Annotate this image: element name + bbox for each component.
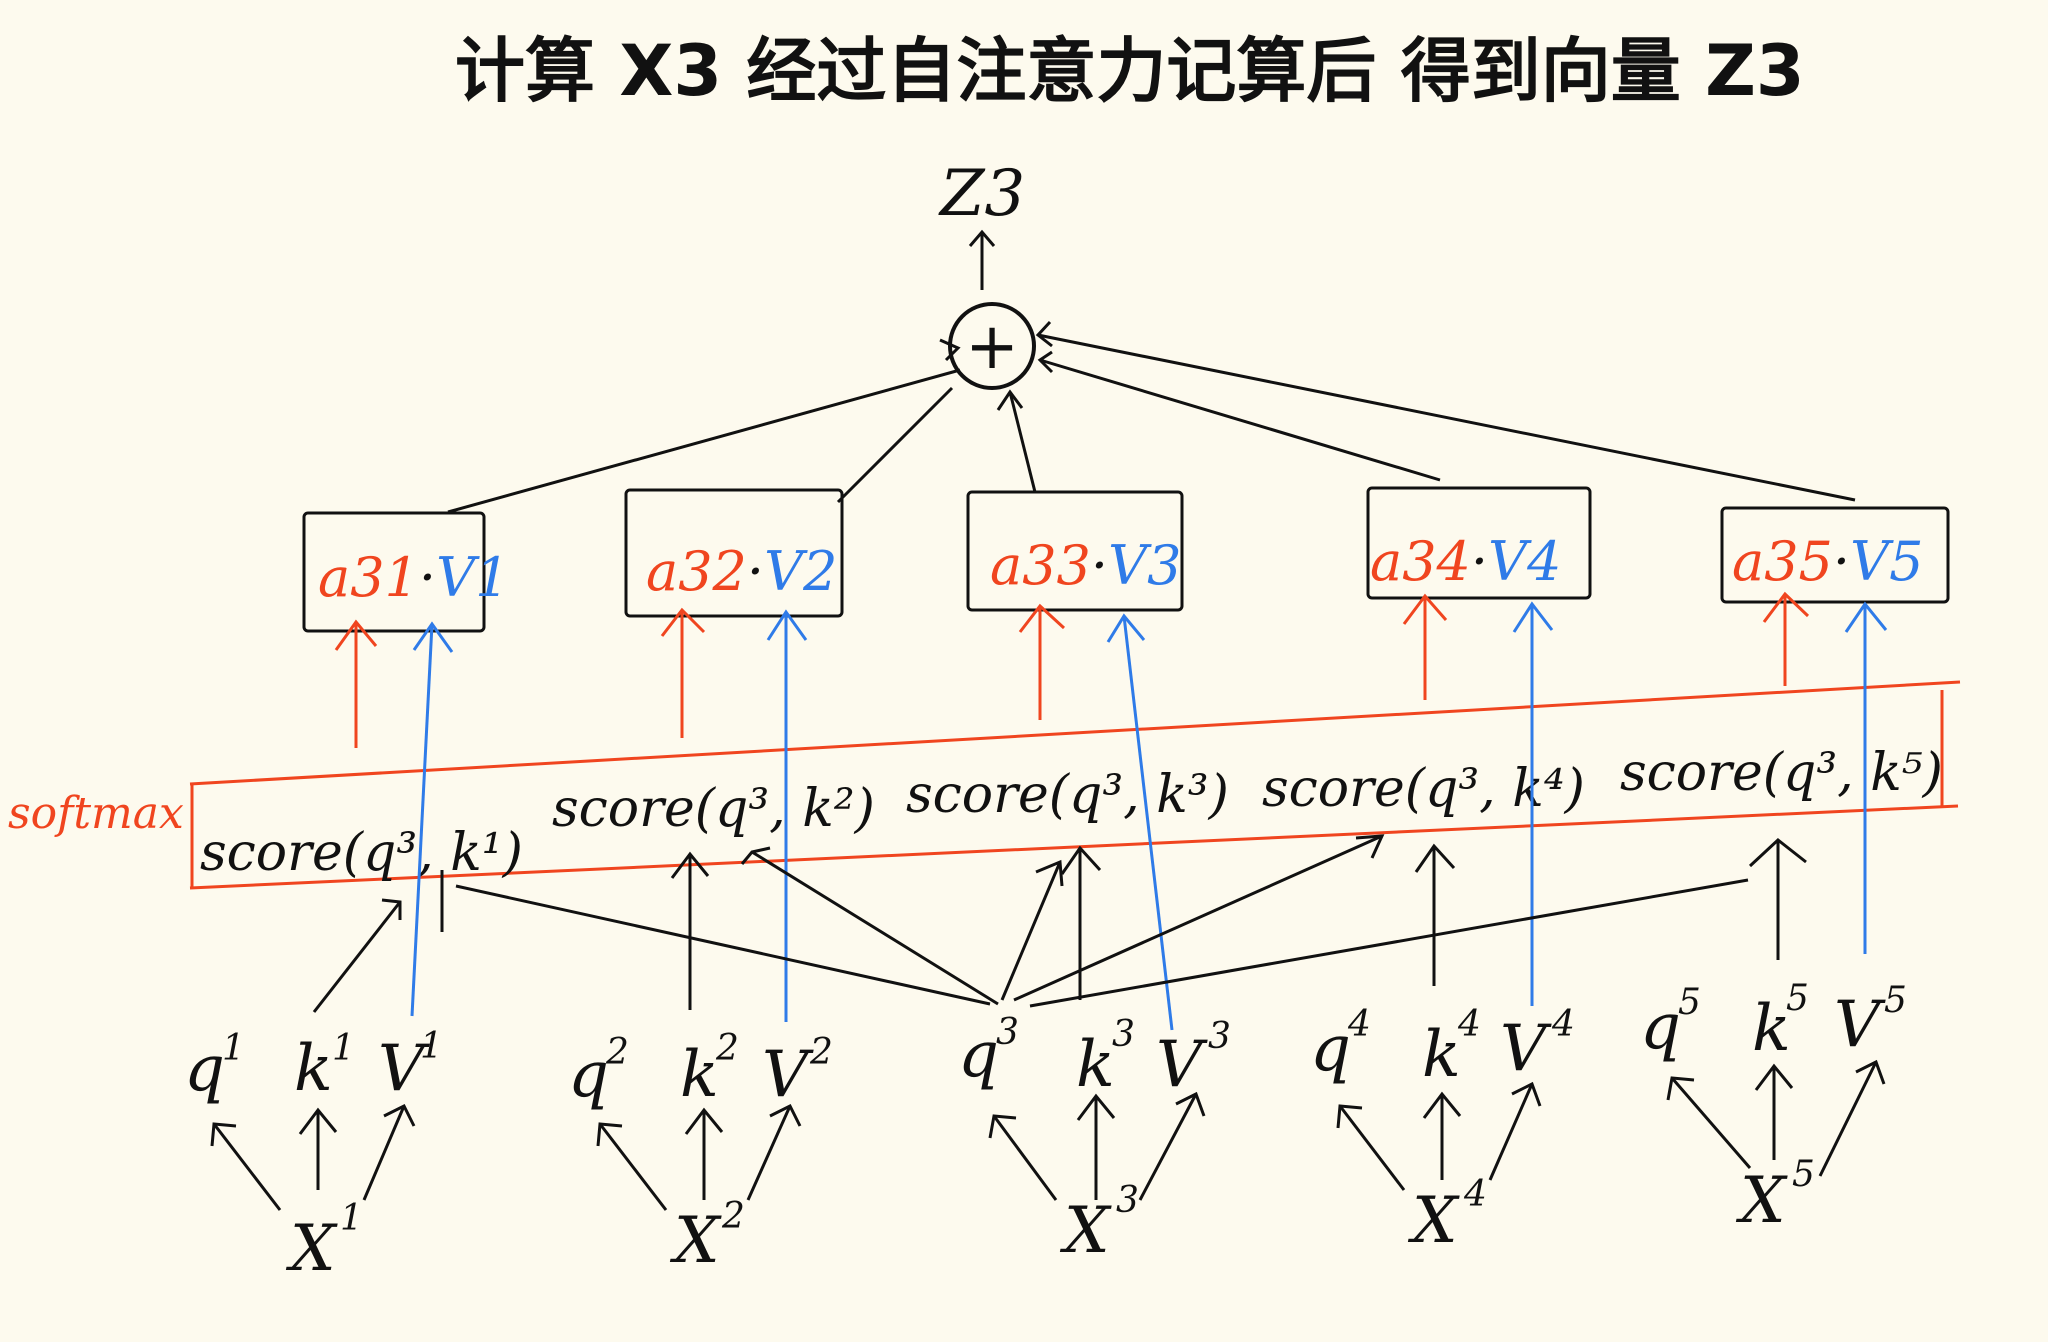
- sum-input-lines: [447, 320, 1856, 514]
- weighted-box-5: [1720, 506, 1950, 604]
- svg-text:1: 1: [222, 1028, 245, 1069]
- svg-text:5: 5: [1678, 982, 1701, 1023]
- q1-label: q: [184, 1032, 225, 1106]
- k3-label: k: [1076, 1028, 1115, 1102]
- weighted-term-5: a35·V5: [1732, 530, 1923, 593]
- svg-text:5: 5: [1786, 978, 1809, 1019]
- v3-label: V: [1156, 1028, 1208, 1102]
- svg-text:4: 4: [1457, 1004, 1481, 1045]
- x3-label: X: [1059, 1194, 1112, 1268]
- k2-label: k: [680, 1038, 719, 1112]
- svg-text:2: 2: [715, 1028, 739, 1069]
- score-terms: score(q³, k¹) score(q³, k²) score(q³, k³…: [200, 743, 1943, 883]
- weighted-term-4: a34·V4: [1370, 530, 1561, 593]
- token-2: q 2 k 2 V 2 X 2: [568, 1028, 833, 1278]
- weighted-term-3: a33·V3: [990, 534, 1181, 597]
- svg-text:2: 2: [605, 1032, 629, 1073]
- svg-text:5: 5: [1792, 1154, 1815, 1195]
- x4-label: X: [1407, 1184, 1460, 1258]
- score-input-lines: [312, 834, 1807, 1013]
- x5-label: X: [1735, 1164, 1788, 1238]
- svg-text:1: 1: [332, 1028, 355, 1069]
- svg-text:1: 1: [420, 1026, 443, 1067]
- svg-text:3: 3: [1208, 1016, 1231, 1057]
- token-1: q 1 k 1 V 1 X 1: [184, 1026, 443, 1286]
- weighted-boxes: a31·V1 a32·V2 a33·V3 a34·V4 a35·V5: [302, 486, 1950, 633]
- v4-label: V: [1500, 1012, 1552, 1086]
- sum-symbol: +: [965, 310, 1019, 384]
- svg-text:1: 1: [340, 1198, 363, 1239]
- softmax-band: [189, 680, 1961, 890]
- k1-label: k: [294, 1032, 333, 1106]
- svg-text:2: 2: [809, 1032, 833, 1073]
- score-term-4: score(q³, k⁴): [1262, 759, 1585, 819]
- svg-text:3: 3: [996, 1012, 1019, 1053]
- svg-text:4: 4: [1463, 1174, 1487, 1215]
- token-4: q 4 k 4 V 4 X 4: [1310, 1004, 1575, 1258]
- svg-text:4: 4: [1551, 1004, 1575, 1045]
- weighted-term-2: a32·V2: [646, 540, 837, 603]
- token-3: q 3 k 3 V 3 X 3: [958, 1012, 1231, 1268]
- q5-label: q: [1640, 990, 1681, 1064]
- v1-label: V: [378, 1032, 430, 1106]
- output-z3-label: Z3: [938, 157, 1025, 231]
- projection-arrows: [210, 1059, 1886, 1211]
- svg-text:3: 3: [1112, 1014, 1135, 1055]
- score-term-5: score(q³, k⁵): [1620, 743, 1943, 803]
- v2-label: V: [762, 1038, 814, 1112]
- softmax-label: softmax: [8, 788, 184, 839]
- value-arrows: [410, 601, 1888, 1031]
- weighted-box-3: [966, 490, 1184, 612]
- softmax-output-arrows: [334, 591, 1810, 748]
- q2-label: q: [568, 1038, 609, 1112]
- v5-label: V: [1834, 988, 1886, 1062]
- svg-text:3: 3: [1116, 1180, 1139, 1221]
- q4-label: q: [1310, 1012, 1351, 1086]
- svg-text:2: 2: [721, 1196, 745, 1237]
- weighted-box-4: [1366, 486, 1592, 600]
- weighted-box-2: [624, 488, 844, 618]
- svg-text:5: 5: [1884, 980, 1907, 1021]
- x1-label: X: [285, 1212, 338, 1286]
- k4-label: k: [1422, 1018, 1461, 1092]
- token-5: q 5 k 5 V 5 X 5: [1640, 978, 1907, 1238]
- weighted-box-1: [302, 511, 486, 633]
- x2-label: X: [669, 1204, 722, 1278]
- q3-label: q: [958, 1018, 999, 1092]
- svg-text:4: 4: [1347, 1004, 1371, 1045]
- diagram-title: 计算 X3 经过自注意力记算后 得到向量 Z3: [455, 30, 1805, 112]
- score-term-1: score(q³, k¹): [200, 823, 523, 883]
- score-term-2: score(q³, k²): [552, 779, 875, 839]
- weighted-term-1: a31·V1: [318, 546, 509, 609]
- score-term-3: score(q³, k³): [906, 765, 1229, 825]
- k5-label: k: [1752, 992, 1791, 1066]
